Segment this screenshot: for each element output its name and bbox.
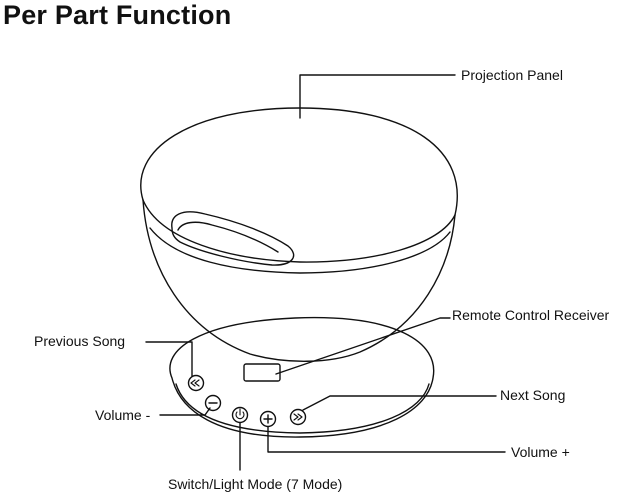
remote-receiver-window — [243, 363, 281, 382]
leader-previous-song — [145, 341, 193, 377]
page-title: Per Part Function — [3, 0, 232, 30]
label-volume-minus: Volume - — [95, 407, 151, 423]
leader-projection-panel — [299, 74, 456, 119]
projection-panel — [140, 107, 458, 216]
label-previous-song: Previous Song — [34, 333, 126, 349]
handle-opening — [171, 211, 295, 266]
label-volume-plus: Volume + — [511, 444, 570, 460]
leader-volume-minus — [159, 407, 211, 416]
base-disc — [169, 316, 435, 438]
leader-next-song — [302, 395, 497, 411]
label-remote-receiver: Remote Control Receiver — [452, 307, 610, 323]
bowl-body — [142, 199, 456, 362]
label-next-song: Next Song — [500, 387, 566, 403]
label-switch-light-mode: Switch/Light Mode (7 Mode) — [168, 476, 343, 492]
volume-minus-icon — [204, 394, 222, 412]
previous-song-icon — [187, 374, 205, 392]
leader-volume-plus — [267, 426, 506, 453]
label-projection-panel: Projection Panel — [461, 67, 563, 83]
next-song-icon — [289, 408, 307, 426]
leader-remote-receiver — [275, 317, 451, 375]
